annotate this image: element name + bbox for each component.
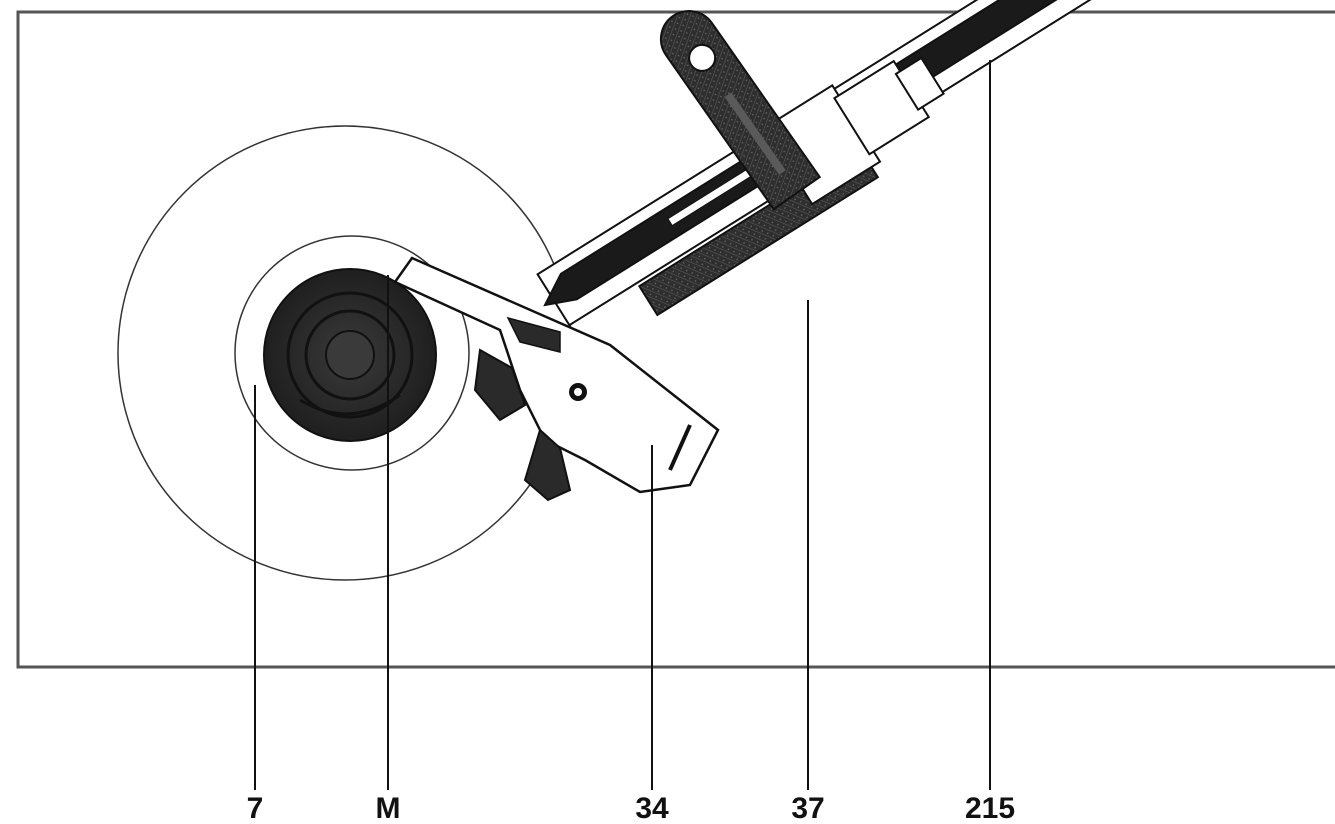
label-ring-1 bbox=[286, 291, 414, 419]
label-arc-detail bbox=[299, 393, 401, 416]
callout-label-m: M bbox=[376, 792, 401, 824]
label-ring-2 bbox=[304, 309, 396, 401]
lever-slot bbox=[724, 92, 786, 175]
clamp-knob-cap bbox=[894, 56, 945, 111]
record-label-ring bbox=[234, 235, 470, 471]
headshell-screw-inner bbox=[574, 388, 582, 396]
callout-label-37: 37 bbox=[791, 792, 824, 824]
lever-arm bbox=[659, 10, 822, 211]
lever-hole bbox=[688, 43, 717, 72]
callout-label-34: 34 bbox=[635, 792, 669, 824]
spindle bbox=[325, 330, 375, 380]
platter-frame bbox=[16, 10, 1335, 669]
arm-tab bbox=[506, 316, 561, 353]
callout-label-7: 7 bbox=[247, 792, 264, 824]
cartridge bbox=[473, 348, 527, 422]
headshell-slot bbox=[668, 424, 692, 471]
callout-label-215: 215 bbox=[965, 792, 1015, 824]
finger-lift bbox=[523, 428, 572, 502]
